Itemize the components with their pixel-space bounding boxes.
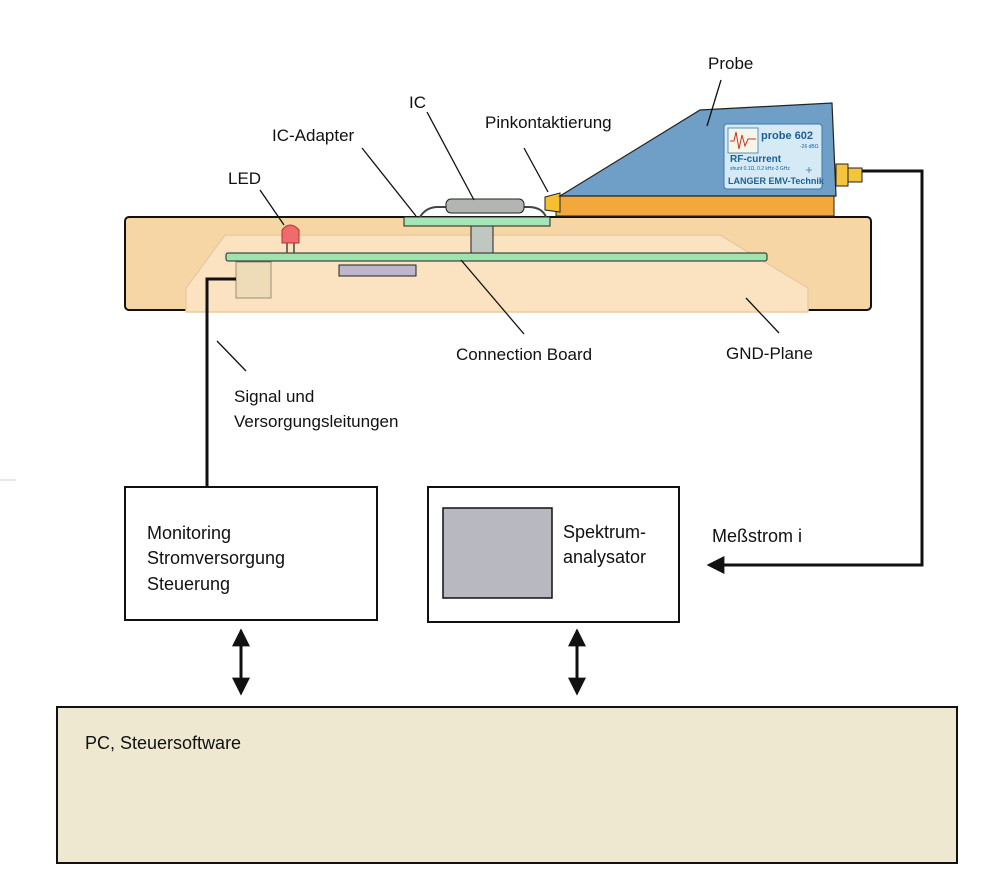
pinkontaktierung-label: Pinkontaktierung (485, 113, 612, 132)
connection-board-label: Connection Board (456, 345, 592, 364)
monitoring-text-line1: Monitoring (147, 523, 231, 543)
led-label: LED (228, 169, 261, 188)
signal-label-line2: Versorgungsleitungen (234, 412, 398, 431)
analyzer-text-line1: Spektrum- (563, 522, 646, 542)
probe-cable (706, 169, 924, 574)
probe-base (555, 195, 835, 217)
connection-board (225, 252, 768, 262)
connection-board-leader (460, 259, 525, 335)
probe-plate-spec: shunt 0.1Ω, 0.2 kHz-3 GHz (730, 166, 790, 172)
monitoring-text-line3: Steuerung (147, 574, 230, 594)
monitoring-box (124, 486, 378, 621)
ic-label: IC (409, 93, 426, 112)
signal-label-line1: Signal und (234, 387, 314, 406)
probe-connector (835, 163, 849, 187)
probe-tip (544, 192, 561, 213)
probe-plate-symbol-icon (806, 167, 812, 173)
signal-leader (216, 340, 247, 372)
pinkontaktierung-leader (523, 147, 549, 193)
monitoring-text-line2: Stromversorgung (147, 548, 285, 568)
waveform-icon (730, 131, 756, 150)
messstrom-label: Meßstrom i (712, 526, 802, 546)
ic-leader (426, 111, 475, 201)
signal-cable (205, 277, 236, 487)
analyzer-text-line2: analysator (563, 547, 646, 567)
probe-leader (706, 79, 722, 127)
led (281, 224, 300, 244)
ic-adapter (403, 216, 551, 227)
board-component (338, 264, 417, 277)
gnd-plane-leader (745, 297, 780, 334)
probe-plate-model: probe 602 (761, 130, 813, 142)
pc-box (56, 706, 958, 864)
ic-adapter-leader (361, 147, 417, 217)
adapter-standoff (470, 225, 494, 254)
gnd-plane-label: GND-Plane (726, 344, 813, 363)
probe-plate-type: RF-current (730, 154, 782, 165)
connector-block (235, 261, 272, 299)
probe-plate-brand: LANGER EMV-Technik (728, 176, 825, 186)
pc-label: PC, Steuersoftware (85, 733, 241, 753)
analyzer-screen (442, 507, 553, 599)
probe-label: Probe (708, 54, 753, 73)
ic-chip (445, 198, 525, 214)
ic-adapter-label: IC-Adapter (272, 126, 355, 145)
gnd-plane-inner (185, 234, 809, 313)
probe-plate-db: -26 dBΩ (800, 144, 819, 150)
probe-connector-tip (847, 167, 863, 183)
led-leader (259, 189, 285, 226)
